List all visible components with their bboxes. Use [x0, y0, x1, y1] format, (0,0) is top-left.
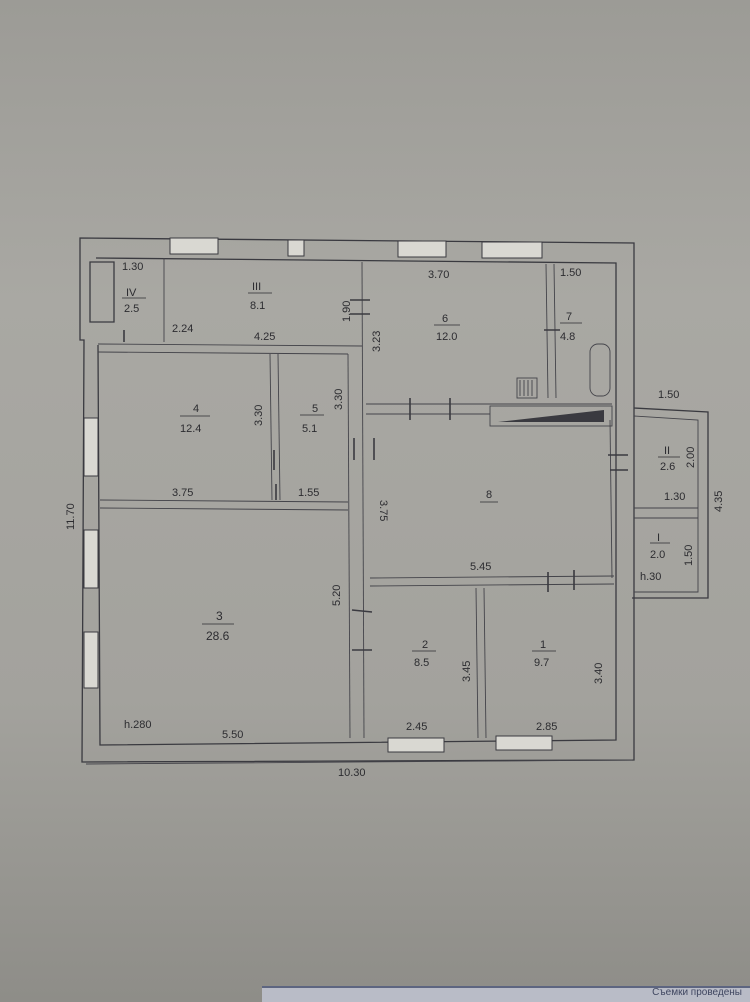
partition-top-row [97, 343, 363, 347]
dimension-labels: 1.30 2.24 4.25 1.90 3.23 3.70 1.50 3.30 … [65, 261, 725, 779]
room-ii-id: II [664, 445, 670, 457]
partition-4-3 [99, 499, 349, 503]
dim-label: h.280 [124, 719, 152, 731]
dim-label: 1.30 [122, 261, 143, 273]
vestibule-inner [633, 415, 699, 593]
room-iii-area: 8.1 [250, 300, 265, 312]
room-ii-area: 2.6 [660, 461, 675, 473]
partition-6-7 [545, 263, 549, 399]
room-iv-area: 2.5 [124, 303, 139, 315]
door-marks [123, 299, 628, 651]
dim-label: 1.90 [341, 301, 353, 322]
room-i-area: 2.0 [650, 549, 665, 561]
stove-fill [498, 410, 604, 422]
dim-label: 2.24 [172, 323, 193, 335]
dim-label: 10.30 [338, 767, 366, 779]
room-1-area: 9.7 [534, 657, 549, 669]
room-7-area: 4.8 [560, 331, 575, 343]
room-4-id: 4 [193, 403, 199, 415]
dim-label: 3.70 [428, 269, 449, 281]
room-6-id: 6 [442, 313, 448, 325]
inner-outer-wall [95, 257, 617, 746]
dim-label: 3.75 [172, 487, 193, 499]
window-top-3 [397, 240, 447, 258]
window-bottom-1 [387, 737, 445, 753]
dim-label: 1.55 [298, 487, 319, 499]
room-2-id: 2 [422, 639, 428, 651]
dim-label: 3.23 [371, 331, 383, 352]
porch-iv-wall [89, 261, 115, 323]
dim-label: 1.50 [683, 545, 695, 566]
bathtub [589, 343, 611, 397]
room-labels: IV 2.5 III 8.1 6 12.0 7 4.8 4 12.4 5 5.1… [122, 281, 680, 669]
window-left-2 [83, 529, 99, 589]
vestibule-wall [632, 407, 709, 599]
room-5-id: 5 [312, 403, 318, 415]
partition-2-1b [483, 587, 487, 739]
room-5-area: 5.1 [302, 423, 317, 435]
dim-label: 3.30 [253, 405, 265, 426]
dim-label: 3.45 [461, 661, 473, 682]
window-left-3 [83, 631, 99, 689]
room-7-id: 7 [566, 311, 572, 323]
sink-lines [519, 380, 533, 396]
dim-label: 2.45 [406, 721, 427, 733]
dimension-line-bottom [85, 759, 633, 765]
room-3-id: 3 [216, 609, 223, 623]
dim-label: h.30 [640, 571, 661, 583]
dim-label: 11.70 [65, 503, 77, 530]
partition-iii-6b [347, 353, 351, 739]
room-8-id: 8 [486, 489, 492, 501]
room-iv-id: IV [126, 287, 137, 299]
partition-8-right [609, 419, 613, 579]
stamp-strip: Съемки проведены [262, 986, 750, 1002]
dim-label: 3.40 [593, 663, 605, 684]
room-2-area: 8.5 [414, 657, 429, 669]
dim-label: 5.20 [331, 585, 343, 606]
window-top-4 [481, 241, 543, 259]
sink [516, 377, 538, 399]
dim-label: 5.50 [222, 729, 243, 741]
stove-block [489, 405, 613, 427]
window-bottom-2 [495, 735, 553, 751]
partition-8-2b [369, 583, 615, 587]
partition-2-1 [475, 587, 479, 739]
partition-4-5b [277, 353, 281, 501]
room-i-id: I [657, 532, 660, 544]
window-top-1 [169, 237, 219, 255]
partition-4-5 [269, 353, 273, 501]
dim-label: 5.45 [470, 561, 491, 573]
dim-label: 4.35 [713, 491, 725, 512]
window-left-1 [83, 417, 99, 477]
dim-label: 3.30 [333, 389, 345, 410]
dim-label: 3.75 [377, 500, 389, 521]
room-6-area: 12.0 [436, 331, 457, 343]
dim-label: 1.50 [560, 267, 581, 279]
partition-4-3b [99, 507, 349, 511]
partition-iii-6 [361, 261, 365, 739]
partition-8-2 [369, 575, 615, 579]
outer-wall [79, 237, 635, 763]
partition-top-row-inner [97, 351, 349, 355]
dim-label: 2.00 [685, 447, 697, 468]
stamp-text: Съемки проведены [652, 987, 742, 998]
dim-label: 1.30 [664, 491, 685, 503]
window-top-2 [287, 239, 305, 257]
partition-6-7b [553, 263, 557, 399]
room-iii-id: III [252, 281, 261, 293]
room-3-area: 28.6 [206, 629, 230, 643]
room-4-area: 12.4 [180, 423, 201, 435]
dim-label: 4.25 [254, 331, 275, 343]
dim-label: 2.85 [536, 721, 557, 733]
dim-label: 1.50 [658, 389, 679, 401]
room-1-id: 1 [540, 639, 546, 651]
